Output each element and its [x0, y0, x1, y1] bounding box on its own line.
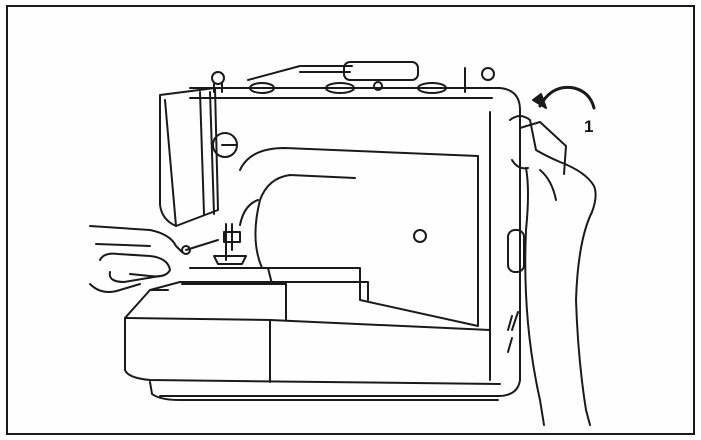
right-hand — [509, 115, 597, 426]
base — [124, 267, 501, 401]
left-hand — [89, 225, 219, 293]
rotation-arrow-icon — [532, 85, 596, 110]
machine-body — [159, 87, 525, 397]
callout-label: 1 — [584, 117, 594, 136]
needle-assembly — [213, 223, 247, 265]
